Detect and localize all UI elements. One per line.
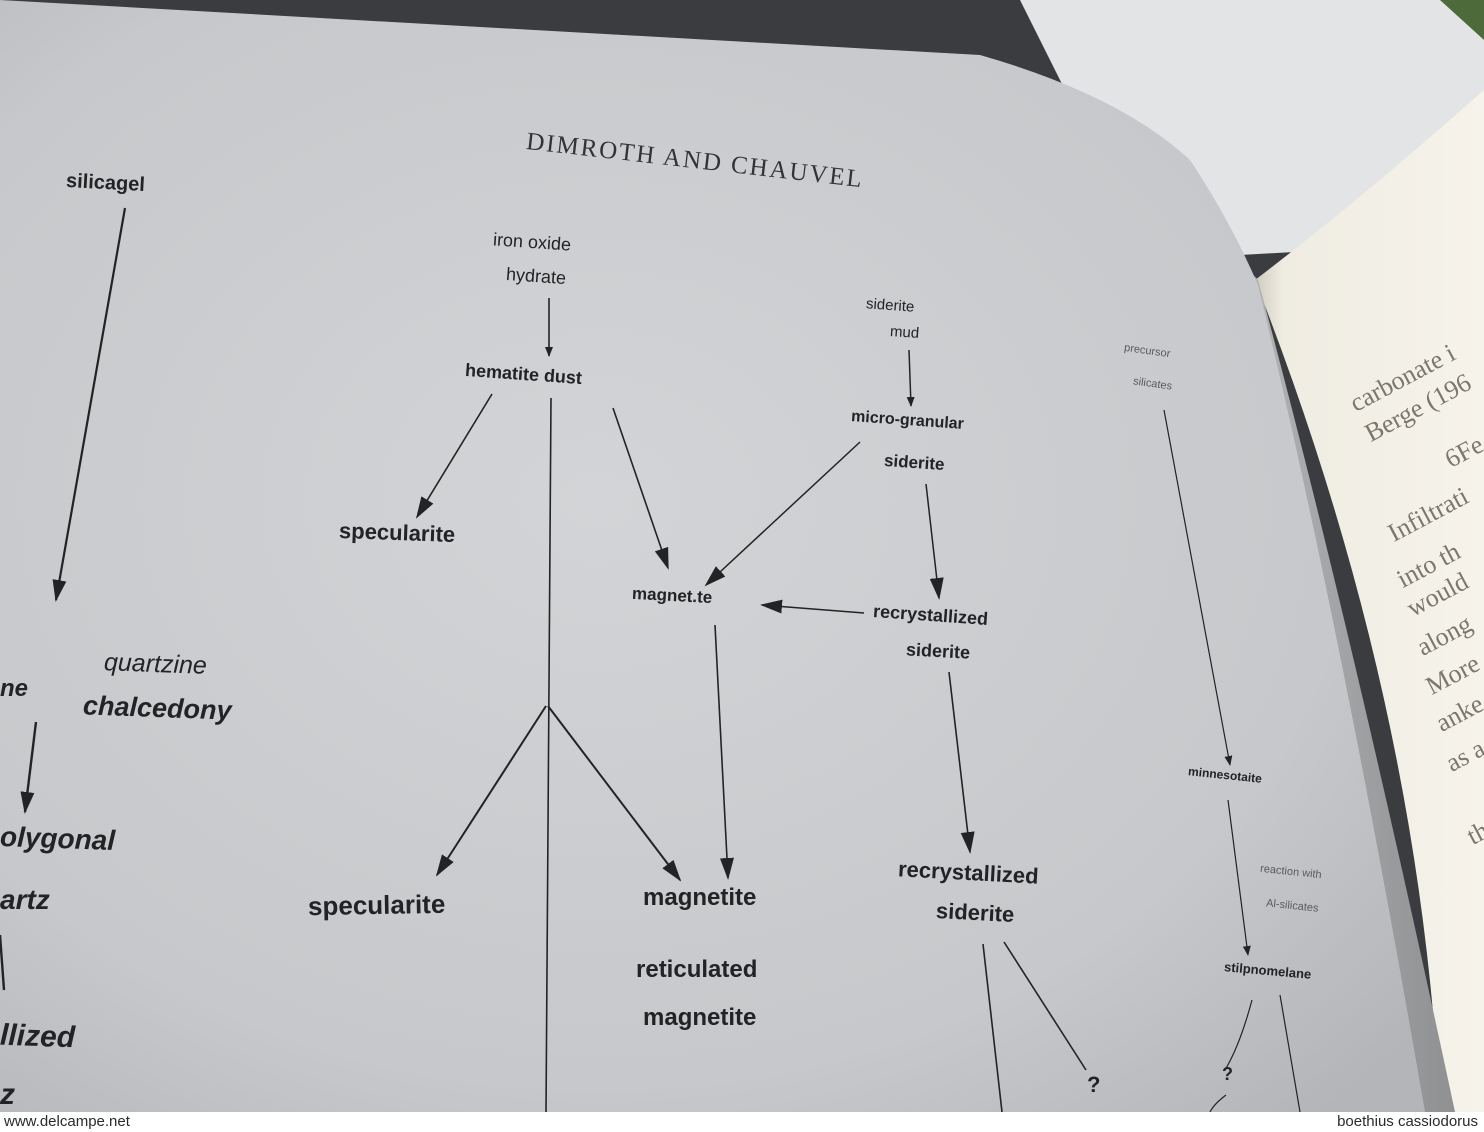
label-polygonal-fragment: olygonal: [0, 821, 116, 856]
line-siderite-down: [982, 943, 1003, 1113]
label-question-silicate: ?: [1222, 1064, 1233, 1084]
arrow-hematite-to-specularite: [415, 393, 493, 519]
arrow-trunk-to-specularite: [435, 705, 547, 877]
label-reticulated-magnetite: magnetite: [643, 1004, 757, 1031]
watermark-left: www.delcampe.net: [4, 1113, 130, 1130]
label-magnetite-lower: magnetite: [643, 884, 757, 911]
arrow-microgranular-to-recrystallized: [925, 483, 944, 600]
edge-lower-left: [0, 934, 6, 991]
label-siderite-mg: siderite: [883, 450, 946, 475]
label-silicagel: silicagel: [65, 169, 146, 197]
curve-stilpnomelane-left: [1224, 999, 1253, 1071]
arrow-microgranular-to-magnetite: [704, 441, 861, 587]
label-quartzine: quartzine: [103, 648, 208, 680]
arrow-ne-to-polygonal: [20, 721, 38, 814]
main-page: [0, 0, 1425, 1112]
label-ne-fragment: ne: [0, 675, 29, 702]
arrow-trunk-to-magnetite: [547, 705, 682, 882]
curve-bottom: [1209, 1094, 1227, 1113]
label-siderite-top: siderite: [865, 295, 915, 316]
arrow-magnetite-to-magnetite: [714, 624, 734, 880]
label-magnetite-upper: magnet.te: [631, 583, 713, 608]
arrow-silicates-to-minnesotaite: [1163, 409, 1233, 766]
watermark-bar: www.delcampe.net boethius cassiodorus: [0, 1112, 1484, 1132]
arrow-mud-to-microgranular: [906, 349, 915, 407]
arrow-recrystallized-to-recrystallized: [948, 671, 975, 854]
label-crystallized-fragment: llized: [0, 1018, 76, 1055]
label-quartz-fragment: artz: [0, 884, 50, 915]
label-question-siderite: ?: [1087, 1072, 1101, 1097]
facing-page: [1255, 90, 1484, 1112]
label-z-fragment: z: [0, 1078, 15, 1111]
label-chalcedony: chalcedony: [82, 690, 233, 726]
watermark-right: boethius cassiodorus: [1337, 1113, 1478, 1130]
label-reticulated: reticulated: [636, 956, 758, 983]
label-mud: mud: [889, 323, 920, 342]
line-stilpnomelane-right: [1279, 994, 1301, 1113]
vertical-trunk: [545, 397, 552, 1113]
label-siderite-r2: siderite: [935, 897, 1015, 928]
arrow-hematite-to-magnetite: [612, 407, 669, 570]
label-hydrate: hydrate: [505, 263, 567, 289]
green-blur: [1440, 0, 1484, 40]
arrow-recrystallized-to-magnetite: [760, 599, 865, 614]
arrow-silicagel-down: [52, 207, 127, 602]
line-siderite-to-question: [1003, 941, 1087, 1071]
label-specularite-upper: specularite: [338, 517, 456, 548]
label-specularite-lower: specularite: [307, 888, 446, 922]
arrow-minnesotaite-to-stilpnomelane: [1227, 799, 1251, 956]
label-siderite-r1: siderite: [905, 639, 971, 663]
